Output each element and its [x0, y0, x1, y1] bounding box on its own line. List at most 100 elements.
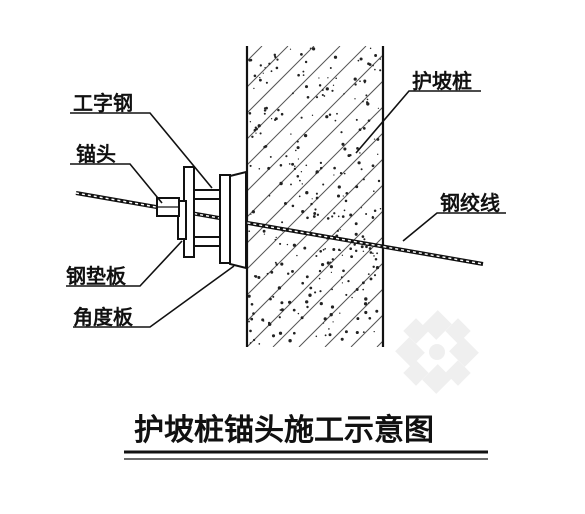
concrete-dot — [297, 158, 300, 160]
concrete-dot — [331, 215, 334, 218]
concrete-dot — [333, 212, 336, 215]
concrete-dot — [364, 297, 368, 301]
concrete-dot — [337, 215, 340, 218]
concrete-dot — [313, 212, 317, 215]
concrete-dot — [322, 183, 325, 186]
concrete-dot — [259, 78, 262, 82]
concrete-dot — [286, 243, 289, 246]
concrete-dot — [251, 210, 256, 214]
concrete-dot — [299, 179, 301, 182]
hatch-line — [247, 132, 383, 270]
concrete-dot — [343, 209, 346, 212]
concrete-dot — [312, 47, 316, 51]
concrete-dot — [250, 317, 254, 321]
concrete-dot — [372, 252, 374, 255]
concrete-dot — [294, 165, 296, 168]
concrete-dot — [290, 133, 292, 135]
concrete-dot — [250, 302, 254, 306]
concrete-dot — [373, 255, 375, 257]
concrete-dot — [362, 288, 365, 291]
concrete-dot — [323, 317, 327, 321]
concrete-dot — [368, 63, 372, 66]
concrete-dot — [364, 310, 368, 315]
concrete-dot — [315, 196, 319, 200]
bearing-plate — [177, 200, 187, 240]
concrete-dot — [342, 269, 345, 273]
concrete-dot — [373, 209, 377, 212]
concrete-dot — [319, 250, 323, 253]
concrete-dot — [300, 171, 303, 173]
concrete-dot — [262, 72, 264, 74]
concrete-dot — [271, 334, 276, 338]
concrete-dot — [341, 142, 345, 146]
concrete-dot — [300, 316, 304, 320]
concrete-dot — [322, 248, 325, 251]
concrete-dot — [350, 255, 354, 259]
concrete-dot — [311, 114, 314, 116]
concrete-dot — [253, 74, 257, 78]
concrete-dot — [301, 183, 304, 185]
concrete-dot — [341, 282, 344, 284]
concrete-dot — [306, 95, 310, 99]
concrete-dot — [349, 247, 352, 250]
concrete-dot — [332, 248, 336, 251]
concrete-dot — [354, 232, 358, 236]
concrete-dot — [259, 64, 262, 67]
concrete-dot — [254, 126, 257, 129]
concrete-dot — [275, 263, 278, 266]
leader-i-beam — [70, 112, 213, 189]
concrete-dot — [337, 248, 341, 252]
concrete-dot — [269, 155, 272, 158]
concrete-dot — [344, 330, 348, 334]
concrete-dot — [318, 84, 322, 87]
concrete-dot — [290, 183, 292, 186]
concrete-dot — [291, 269, 294, 273]
concrete-dot — [303, 246, 307, 250]
concrete-dot — [341, 254, 344, 256]
concrete-dot — [321, 89, 324, 91]
concrete-dot — [336, 194, 341, 198]
concrete-dot — [359, 80, 361, 83]
concrete-dot — [249, 329, 252, 333]
hatch-line — [272, 236, 383, 347]
concrete-dot — [351, 296, 353, 299]
concrete-dot — [249, 164, 252, 167]
concrete-dot — [310, 202, 313, 206]
concrete-dot — [308, 293, 312, 297]
concrete-dot — [353, 243, 356, 246]
concrete-dot — [279, 242, 282, 245]
concrete-dot — [292, 308, 296, 312]
concrete-dot — [247, 294, 251, 298]
hatch-line — [324, 288, 383, 347]
concrete-dot — [304, 60, 308, 64]
concrete-dot — [297, 73, 300, 77]
concrete-dot — [319, 301, 323, 306]
concrete-dot — [315, 96, 319, 99]
concrete-dot — [354, 222, 358, 226]
concrete-dot — [362, 250, 365, 253]
concrete-dot — [263, 233, 266, 235]
concrete-dot — [356, 147, 359, 150]
concrete-dot — [362, 178, 365, 181]
concrete-dot — [280, 112, 284, 116]
concrete-dot — [280, 262, 284, 266]
hatch-line — [247, 46, 341, 140]
hatch-line — [247, 184, 383, 322]
concrete-dot — [355, 185, 359, 189]
concrete-dot — [375, 309, 379, 313]
concrete-dot — [258, 343, 261, 345]
concrete-dot — [300, 53, 303, 56]
hatch-line — [247, 46, 367, 166]
concrete-dot — [329, 261, 332, 264]
concrete-dot — [347, 279, 350, 283]
concrete-dot — [365, 213, 368, 215]
concrete-dot — [373, 274, 377, 277]
label-pile: 护坡桩 — [412, 69, 472, 93]
concrete-dot — [293, 167, 297, 171]
concrete-dot — [357, 59, 360, 62]
concrete-dot — [272, 295, 275, 298]
i-beam — [183, 166, 231, 264]
concrete-dot — [277, 286, 282, 290]
concrete-dot — [359, 152, 361, 154]
concrete-dot — [288, 339, 292, 343]
